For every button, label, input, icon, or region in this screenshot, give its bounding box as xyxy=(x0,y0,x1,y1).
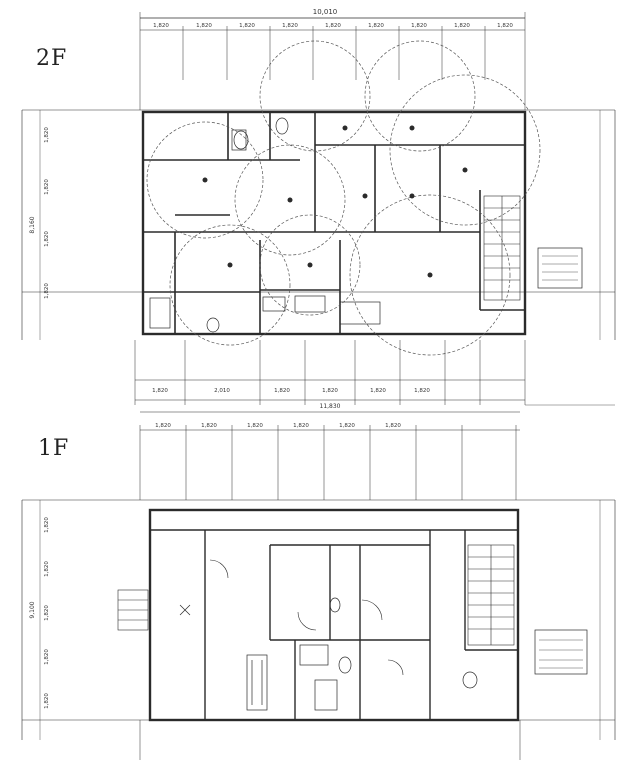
dim-1f-top-seg: 1,820 xyxy=(155,423,171,429)
dim-2f-bottom-seg: 1,820 xyxy=(370,388,386,394)
dim-1f-left-seg: 1,820 xyxy=(44,693,50,709)
dim-2f-top-seg: 1,820 xyxy=(325,23,341,29)
dim-2f-bottom-seg: 1,820 xyxy=(274,388,290,394)
dim-2f-left-seg: 1,820 xyxy=(44,231,50,247)
dim-1f-left-seg: 1,820 xyxy=(44,605,50,621)
dim-2f-bottom-total: 11,830 xyxy=(320,403,341,410)
dim-2f-top-seg: 1,820 xyxy=(153,23,169,29)
legend-1f xyxy=(534,629,588,675)
dim-2f-bottom-seg: 1,820 xyxy=(414,388,430,394)
dim-2f-left-total: 8,160 xyxy=(29,216,36,233)
dim-2f-top-seg: 1,820 xyxy=(497,23,513,29)
dim-2f-top-seg: 1,820 xyxy=(454,23,470,29)
floor-label-2f: 2F xyxy=(36,46,68,71)
dim-2f-bottom-seg: 1,820 xyxy=(322,388,338,394)
plan-2f xyxy=(21,12,616,406)
dim-1f-top-seg: 1,820 xyxy=(385,423,401,429)
dim-1f-top-seg: 1,820 xyxy=(293,423,309,429)
legend-2f xyxy=(537,247,583,289)
dim-1f-top-seg: 1,820 xyxy=(339,423,355,429)
dim-2f-left-seg: 1,820 xyxy=(44,127,50,143)
dim-2f-bottom-seg: 1,820 xyxy=(152,388,168,394)
dim-1f-left-seg: 1,820 xyxy=(44,649,50,665)
dim-1f-left-seg: 1,820 xyxy=(44,517,50,533)
dim-1f-top-seg: 1,820 xyxy=(201,423,217,429)
dim-2f-left-seg: 1,820 xyxy=(44,283,50,299)
dim-2f-top-total: 10,010 xyxy=(313,8,338,16)
dim-2f-top-seg: 1,820 xyxy=(368,23,384,29)
dim-2f-top-seg: 1,820 xyxy=(282,23,298,29)
dim-2f-top-seg: 1,820 xyxy=(411,23,427,29)
dim-1f-top-seg: 1,820 xyxy=(247,423,263,429)
plan-1f xyxy=(21,411,616,760)
dim-2f-bottom-seg: 2,010 xyxy=(214,388,230,394)
dim-1f-left-total: 9,100 xyxy=(29,601,36,618)
dims-2f: 10,010 11,830 8,160 xyxy=(29,8,341,410)
floor-label-1f: 1F xyxy=(38,436,70,461)
dim-1f-left-seg: 1,820 xyxy=(44,561,50,577)
dim-2f-left-seg: 1,820 xyxy=(44,179,50,195)
dim-2f-top-seg: 1,820 xyxy=(239,23,255,29)
dim-2f-top-seg: 1,820 xyxy=(196,23,212,29)
